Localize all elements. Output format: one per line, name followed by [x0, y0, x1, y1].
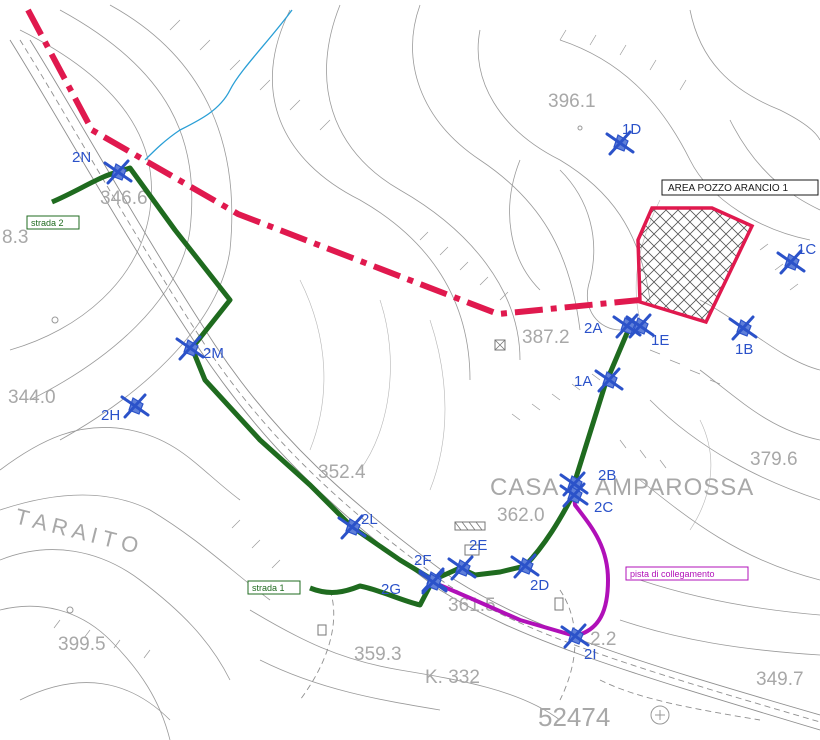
measurement-point-1b	[728, 315, 758, 341]
elevation-label: 379.6	[750, 449, 798, 470]
point-label-1b: 1B	[735, 341, 753, 358]
measurement-points: 1A 1B 1C 1D 1E 2A 2B 2C 2D 2E 2F 2G 2H 2I 2L 2M 2N	[72, 121, 816, 663]
measurement-point-2e	[447, 555, 477, 581]
point-label-2b: 2B	[598, 467, 616, 484]
elevation-label: 8.3	[2, 227, 28, 248]
roads	[9, 39, 820, 731]
measurement-point-2m	[175, 335, 205, 361]
measurement-point-2a	[612, 313, 642, 339]
route-strada-1	[309, 578, 436, 608]
cross-mark-icon	[560, 623, 590, 649]
measurement-point-2i	[560, 623, 590, 649]
cross-mark-icon	[418, 569, 448, 595]
point-label-1a: 1A	[574, 373, 592, 390]
elevation-label: 346.6	[100, 188, 148, 209]
elevation-label: 361.5	[448, 595, 496, 616]
cross-mark-icon	[594, 367, 624, 393]
place-name-amparossa: AMPAROSSA	[595, 474, 754, 501]
measurement-point-2d	[510, 553, 540, 579]
elevation-label: 396.1	[548, 91, 596, 112]
point-label-2i: 2I	[584, 646, 597, 663]
measurement-point-1d	[605, 130, 635, 156]
measurement-point-1a	[594, 367, 624, 393]
contour-lines	[0, 4, 820, 740]
label-strada-2: strada 2	[26, 215, 80, 230]
hatch-marks	[53, 19, 799, 659]
elevation-label: K. 332	[425, 667, 480, 688]
area-pozzo-polygon	[636, 206, 755, 325]
point-label-2e: 2E	[469, 537, 487, 554]
point-label-2a: 2A	[584, 320, 602, 337]
elevation-label: 362.0	[497, 505, 545, 526]
area-boundary-line	[25, 8, 641, 318]
point-label-2h: 2H	[101, 407, 120, 424]
cross-mark-icon	[728, 315, 758, 341]
cross-mark-icon	[559, 482, 589, 508]
cross-mark-icon	[447, 555, 477, 581]
pista-label: pista di collegamento	[630, 569, 715, 579]
cross-mark-icon	[776, 249, 806, 275]
strada-1-label: strada 1	[252, 583, 285, 593]
point-label-2m: 2M	[203, 345, 224, 362]
elevation-label: 359.3	[354, 644, 402, 665]
point-label-2l: 2L	[361, 511, 378, 528]
area-pozzo-label: AREA POZZO ARANCIO 1	[668, 183, 788, 194]
elevation-label: 344.0	[8, 387, 56, 408]
label-pista: pista di collegamento	[625, 566, 749, 581]
measurement-point-2n	[103, 159, 133, 185]
measurement-point-1c	[776, 249, 806, 275]
strada-2-label: strada 2	[31, 218, 64, 228]
grid-reference: 52474	[538, 702, 610, 732]
point-label-2f: 2F	[414, 552, 432, 569]
point-label-1c: 1C	[797, 241, 816, 258]
measurement-point-2c	[559, 482, 589, 508]
place-name-taraito: T A R A I T O	[13, 504, 141, 559]
measurement-point-2g	[418, 569, 448, 595]
cross-mark-icon	[605, 130, 635, 156]
cross-mark-icon	[510, 553, 540, 579]
buildings	[51, 125, 670, 725]
stream	[144, 9, 293, 161]
elevation-label: 352.4	[318, 462, 366, 483]
cross-mark-icon	[103, 159, 133, 185]
cross-mark-icon	[120, 393, 150, 419]
point-label-1e: 1E	[651, 332, 669, 349]
point-label-2g: 2G	[381, 581, 401, 598]
point-label-2d: 2D	[530, 577, 549, 594]
measurement-point-2h	[120, 393, 150, 419]
point-label-1d: 1D	[622, 121, 641, 138]
elevation-label: 2.2	[590, 629, 616, 650]
place-names: CASA AMPAROSSA T A R A I T O 52474	[13, 474, 754, 732]
measurement-point-2l	[337, 514, 367, 540]
cross-mark-icon	[612, 313, 642, 339]
cross-mark-icon	[175, 335, 205, 361]
label-area-pozzo: AREA POZZO ARANCIO 1	[661, 179, 819, 196]
elevation-label: 349.7	[756, 669, 804, 690]
elevation-labels: 396.1 346.6 8.3 387.2 344.0 379.6 352.4 …	[2, 91, 804, 690]
elevation-label: 399.5	[58, 634, 106, 655]
place-name-casa: CASA	[490, 474, 559, 501]
label-strada-1: strada 1	[247, 580, 301, 595]
point-label-2c: 2C	[594, 499, 613, 516]
elevation-label: 387.2	[522, 327, 570, 348]
cross-mark-icon	[337, 514, 367, 540]
point-label-2n: 2N	[72, 149, 91, 166]
